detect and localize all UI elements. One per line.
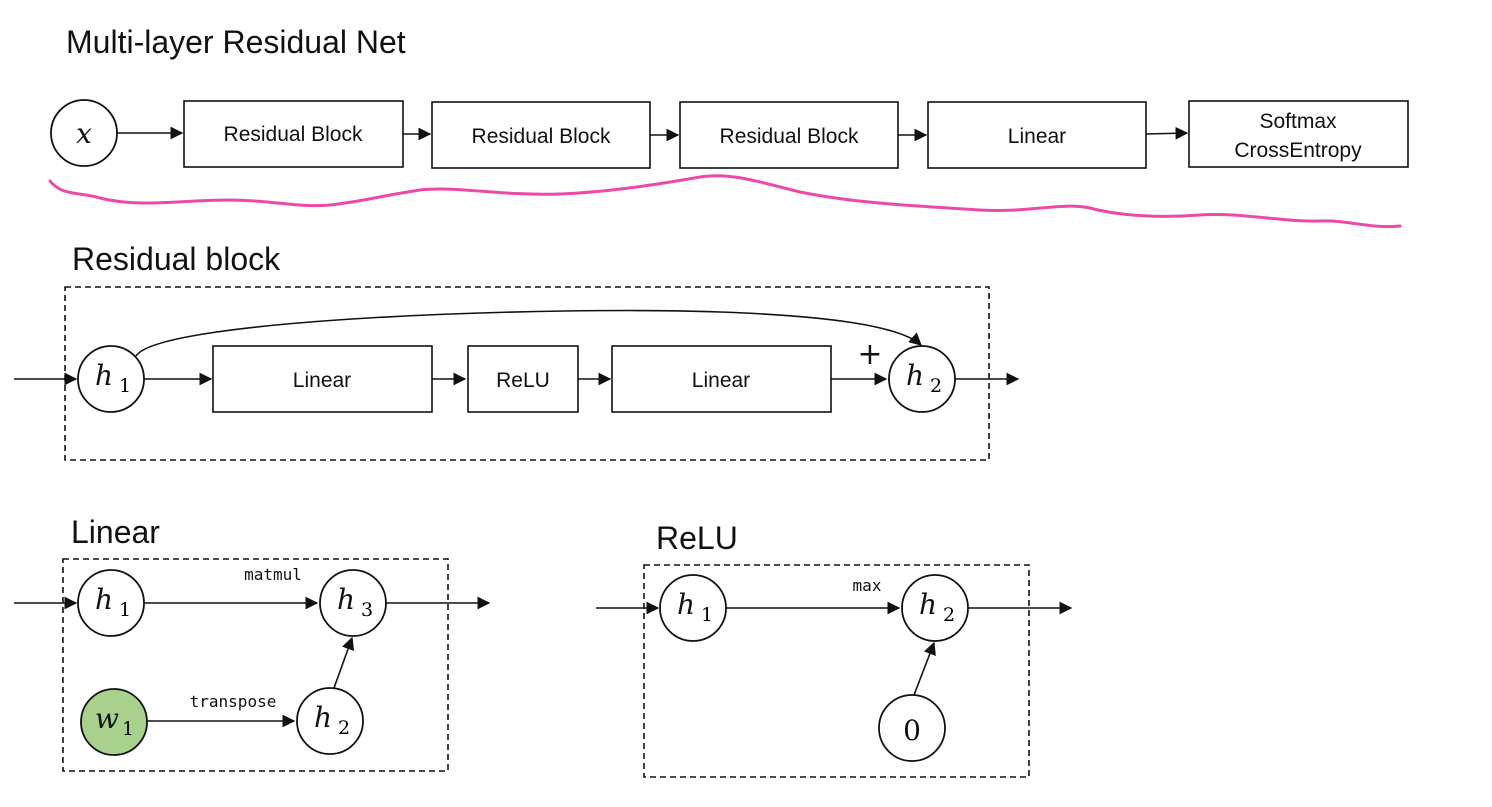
matmul-op-label: matmul — [244, 565, 302, 584]
linear-h2-sub: 2 — [338, 717, 350, 739]
relu-node-zero: 0 — [878, 694, 946, 762]
residual-linear-label-2: Linear — [692, 369, 750, 392]
residual-block-label-3: Residual Block — [720, 125, 859, 148]
residual-block-dashed-frame — [64, 286, 990, 461]
residual-block-box-2: Residual Block — [431, 101, 651, 169]
linear-h3-var: h — [337, 583, 355, 616]
multilayer-net-section: Multi-layer Residual Net x Residual Bloc… — [48, 24, 1409, 229]
linear-node-h2: h 2 — [296, 687, 364, 755]
zero-label: 0 — [903, 714, 921, 747]
softmax-crossentropy-box: Softmax CrossEntropy — [1188, 100, 1409, 168]
residual-block-box-1: Residual Block — [183, 100, 404, 168]
plus-sign: + — [857, 337, 882, 372]
residual-linear-box-2: Linear — [611, 345, 832, 413]
multilayer-net-title: Multi-layer Residual Net — [66, 24, 406, 60]
residual-h2-sub: 2 — [930, 375, 942, 397]
residual-h1-var: h — [95, 359, 113, 392]
relu-node-h2: h 2 — [901, 574, 969, 642]
linear-title: Linear — [71, 514, 160, 550]
pink-handwritten-underline — [48, 174, 1402, 229]
max-op-label: max — [853, 576, 882, 595]
residual-block-section: Residual block h 1 Linear ReLU Linear + — [14, 241, 1020, 461]
weight-node-w1: w 1 — [80, 688, 148, 756]
w1-sub: 1 — [122, 718, 134, 740]
linear-node-h3: h 3 — [319, 569, 387, 637]
w1-var: w — [95, 702, 119, 735]
transpose-op-label: transpose — [190, 692, 277, 711]
linear-box-top: Linear — [927, 101, 1147, 169]
linear-node-h1: h 1 — [77, 569, 145, 637]
skip-connection-arc — [135, 309, 922, 357]
relu-dashed-frame — [643, 564, 1030, 778]
edge-linear-to-softmax — [1145, 126, 1189, 140]
relu-h1-sub: 1 — [701, 604, 713, 626]
linear-section: Linear h 1 matmul h 3 w 1 transpose h 2 — [14, 514, 491, 772]
residual-h1-sub: 1 — [119, 375, 131, 397]
linear-h3-sub: 3 — [361, 599, 373, 621]
residual-node-h1: h 1 — [77, 345, 145, 413]
input-node-x: x — [50, 99, 118, 167]
residual-node-h2: h 2 — [888, 345, 956, 413]
crossentropy-label: CrossEntropy — [1234, 139, 1362, 162]
residual-block-label-2: Residual Block — [472, 125, 611, 148]
edge-zero-to-h2 — [913, 641, 936, 696]
residual-linear-box-1: Linear — [212, 345, 433, 413]
linear-h1-var: h — [95, 583, 113, 616]
residual-block-title: Residual block — [72, 241, 281, 277]
edge-h2-to-h3 — [333, 636, 355, 689]
linear-h1-sub: 1 — [119, 599, 131, 621]
relu-h2-sub: 2 — [943, 604, 955, 626]
softmax-label: Softmax — [1259, 110, 1337, 133]
residual-h2-var: h — [906, 359, 924, 392]
linear-dashed-frame — [62, 558, 449, 772]
relu-h1-var: h — [677, 588, 695, 621]
linear-h2-var: h — [314, 701, 332, 734]
relu-node-h1: h 1 — [659, 574, 727, 642]
relu-title: ReLU — [656, 520, 738, 556]
linear-box-top-label: Linear — [1008, 125, 1066, 148]
residual-relu-box: ReLU — [467, 345, 579, 413]
residual-relu-label: ReLU — [496, 369, 550, 392]
residual-linear-label-1: Linear — [293, 369, 351, 392]
residual-block-label-1: Residual Block — [224, 123, 363, 146]
residual-block-box-3: Residual Block — [679, 101, 899, 169]
input-node-label: x — [76, 117, 92, 150]
relu-section: ReLU h 1 max h 2 0 — [596, 520, 1073, 778]
relu-h2-var: h — [919, 588, 937, 621]
